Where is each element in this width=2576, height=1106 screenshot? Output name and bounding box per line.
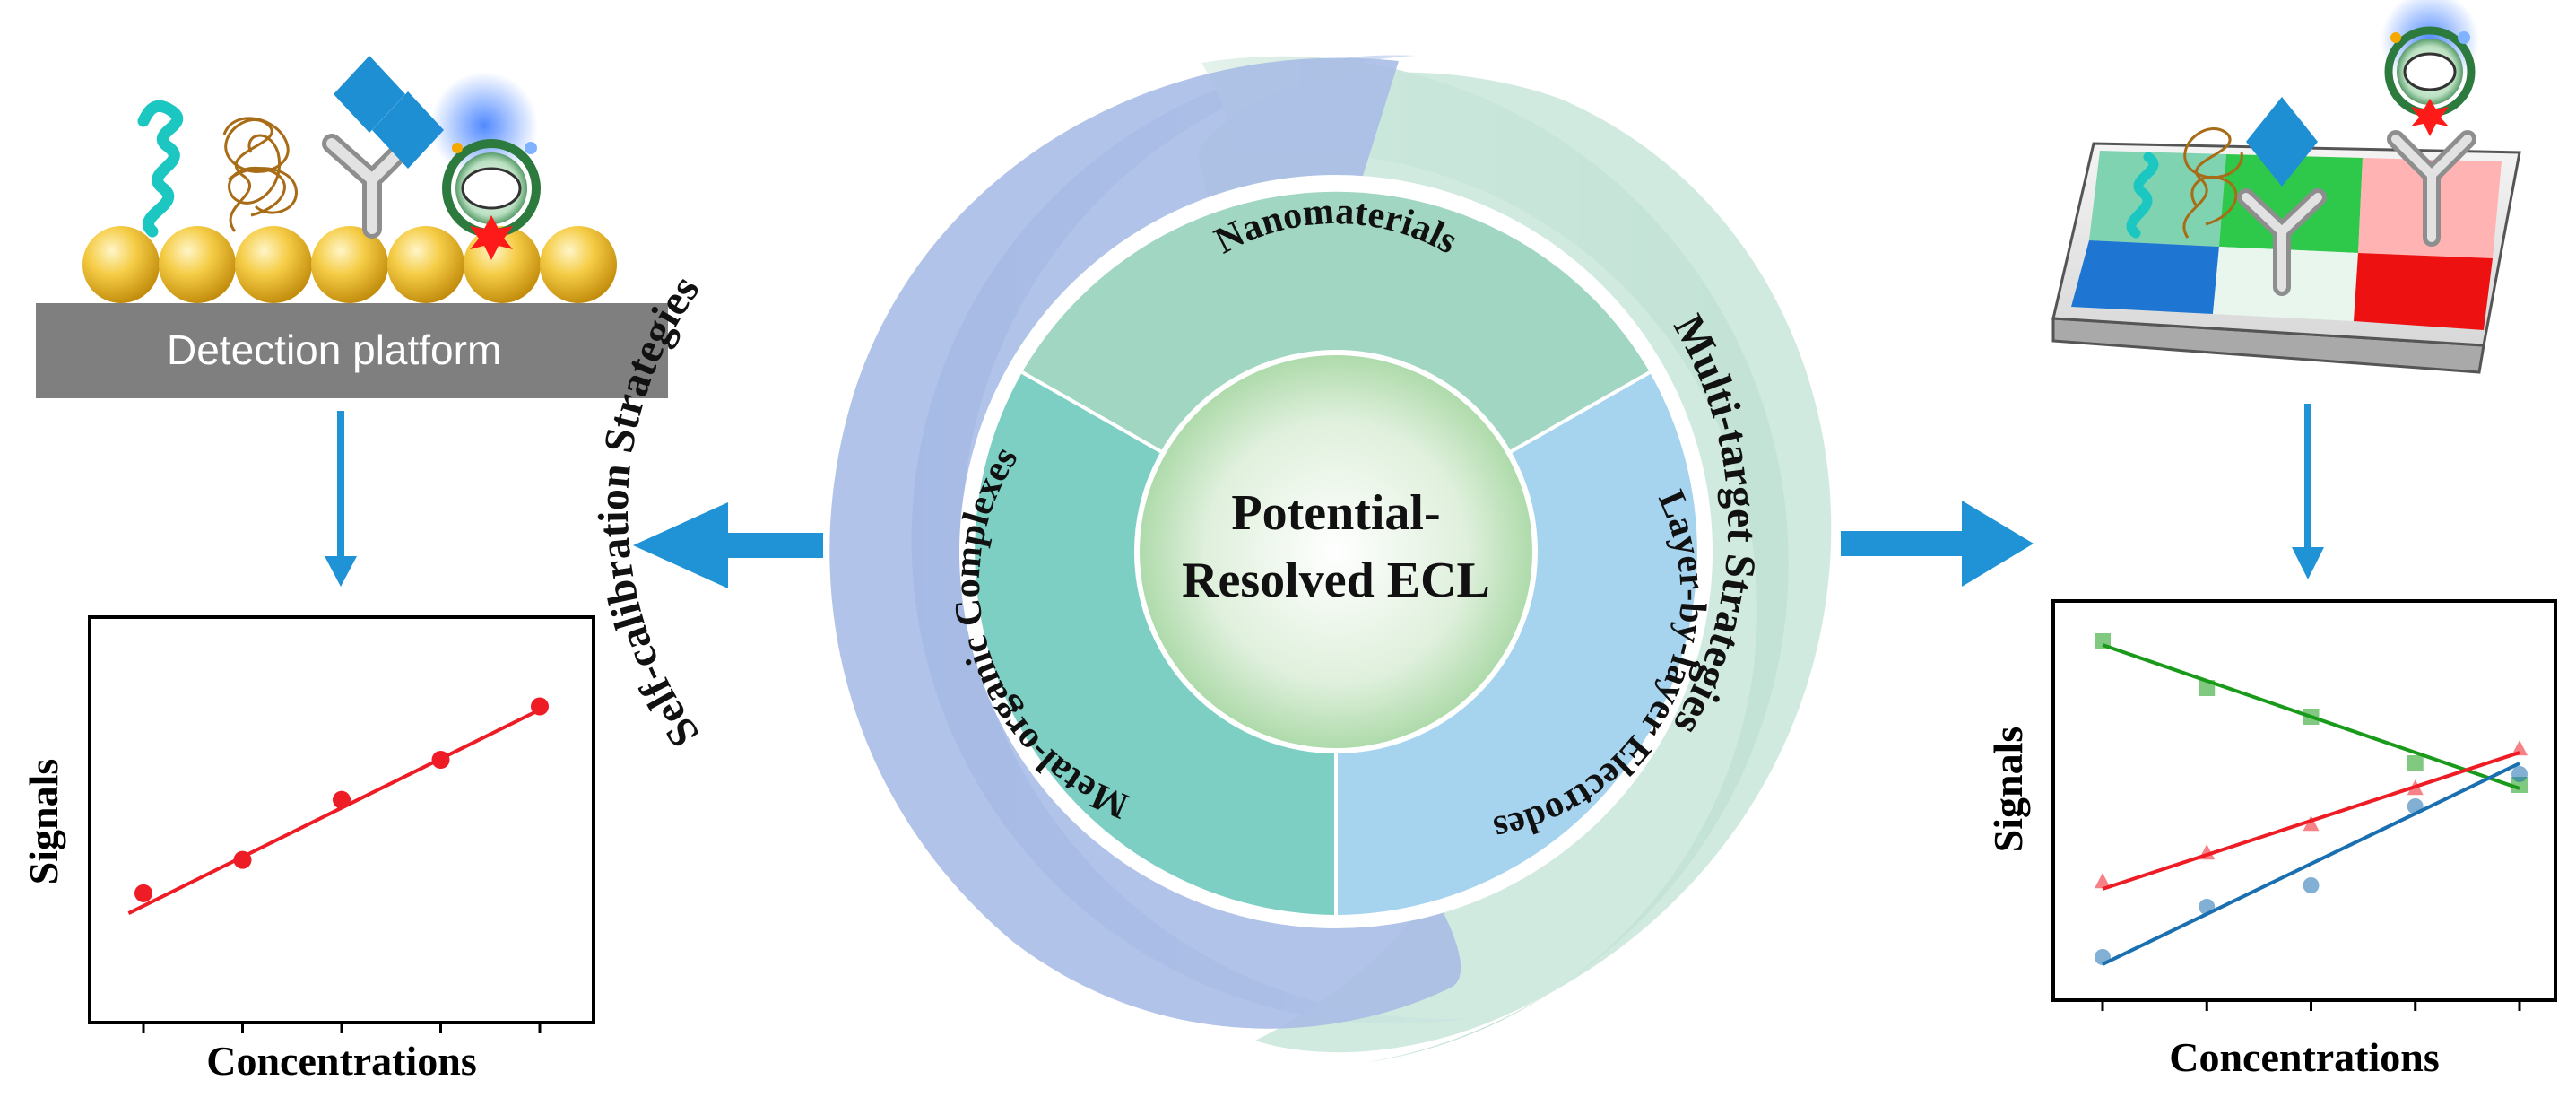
chip-aptamer-icon — [2126, 152, 2159, 239]
left-chart-ylabel: Signals — [21, 759, 66, 885]
right-chart-frame — [2051, 599, 2557, 1002]
right-multiplex-chip — [2051, 0, 2521, 374]
left-chart-xlabel: Concentrations — [206, 1038, 477, 1084]
center-circle — [1134, 350, 1538, 753]
data-point-series-1 — [2095, 873, 2111, 889]
aptamer-strand-icon — [137, 100, 184, 238]
data-point-series-1 — [2303, 815, 2320, 832]
chip-antibody-icon-1 — [2237, 188, 2327, 296]
right-chart-ylabel: Signals — [1985, 727, 2031, 853]
right-multitarget-chart: Signals Concentrations — [1985, 599, 2557, 1080]
right-arrow — [1841, 501, 2034, 587]
protein-tangle-icon — [222, 117, 298, 232]
data-point-series-0 — [134, 884, 152, 902]
data-point-series-1 — [2407, 779, 2424, 796]
chip-cells — [2071, 151, 2502, 330]
left-chart-marks — [127, 697, 549, 1033]
data-point-series-0 — [2407, 755, 2424, 771]
center-title-line2: Resolved ECL — [1182, 553, 1490, 608]
center-concept-circle: Potential- Resolved ECL Nanomaterials Me… — [590, 55, 1832, 1063]
left-down-arrow — [325, 411, 357, 587]
fit-line-series-2 — [2102, 762, 2520, 966]
data-point-series-2 — [2303, 877, 2320, 893]
data-point-series-2 — [2095, 949, 2111, 965]
data-point-series-0 — [2199, 680, 2216, 696]
right-down-arrow — [2292, 404, 2324, 579]
chip-ecl-probe-icon — [2381, 0, 2479, 136]
data-point-series-0 — [333, 790, 351, 809]
detection-platform — [36, 303, 668, 398]
detection-platform-label: Detection platform — [167, 327, 501, 373]
chip-antigen-diamond-icon — [2246, 97, 2318, 187]
left-chart-frame — [88, 615, 595, 1024]
right-chart-marks — [2095, 633, 2528, 1011]
left-detection-scene: Detection platform — [36, 56, 668, 398]
data-point-series-0 — [431, 751, 450, 770]
data-point-series-1 — [2511, 740, 2528, 756]
left-calibration-chart: Signals Concentrations — [21, 615, 595, 1084]
data-point-series-1 — [2199, 844, 2216, 860]
data-point-series-0 — [531, 697, 549, 716]
right-chart-xlabel: Concentrations — [2169, 1034, 2440, 1080]
chip-antibody-icon-2 — [2387, 130, 2476, 247]
data-point-series-0 — [233, 850, 252, 869]
data-point-series-2 — [2199, 899, 2216, 915]
data-point-series-2 — [2511, 766, 2528, 782]
gold-nanoparticles — [82, 226, 617, 303]
data-point-series-0 — [2303, 709, 2320, 725]
chip-protein-icon — [2182, 127, 2243, 239]
data-point-series-2 — [2407, 798, 2424, 814]
antigen-diamond-icon — [334, 56, 444, 169]
data-point-series-0 — [2095, 633, 2111, 649]
center-title-line1: Potential- — [1231, 485, 1440, 541]
fit-line-series-0 — [127, 708, 541, 915]
ecl-probe-icon — [430, 72, 541, 260]
left-arrow — [633, 502, 823, 588]
